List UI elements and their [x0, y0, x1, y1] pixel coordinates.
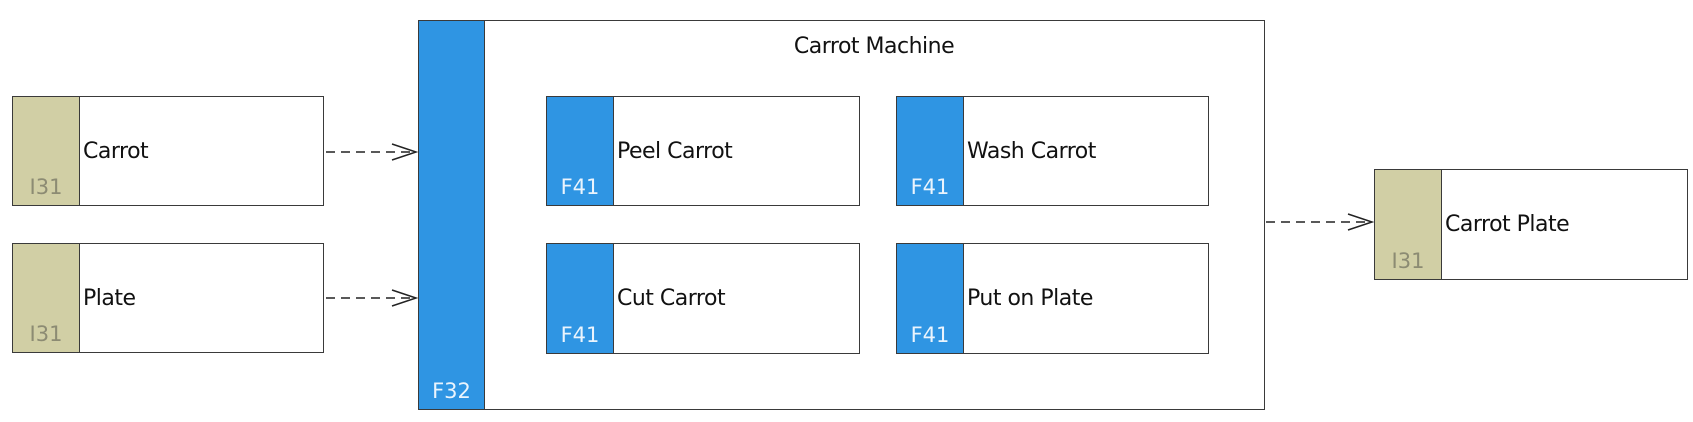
machine-strip: F32 — [419, 21, 485, 409]
item-code: I31 — [29, 175, 63, 199]
function-code: F41 — [910, 175, 950, 199]
machine-title: Carrot Machine — [793, 34, 955, 59]
function-code: F41 — [560, 175, 600, 199]
arrow-machine-to-output — [1266, 213, 1375, 231]
input-node-carrot[interactable]: I31 Carrot — [12, 96, 324, 206]
input-node-plate[interactable]: I31 Plate — [12, 243, 324, 353]
machine-code: F32 — [432, 379, 471, 403]
function-strip: F41 — [897, 97, 964, 205]
item-code: I31 — [29, 322, 63, 346]
function-label-wash-carrot: Wash Carrot — [967, 138, 1096, 164]
item-code: I31 — [1391, 249, 1425, 273]
function-label-cut-carrot: Cut Carrot — [617, 286, 726, 311]
output-node-carrot-plate[interactable]: I31 Carrot Plate — [1374, 169, 1688, 280]
input-label-carrot: Carrot — [83, 138, 149, 164]
function-node-cut-carrot[interactable]: F41 Cut Carrot — [546, 243, 860, 354]
function-strip: F41 — [897, 244, 964, 353]
function-node-wash-carrot[interactable]: F41 Wash Carrot — [896, 96, 1209, 206]
item-strip: I31 — [1375, 170, 1442, 279]
function-strip: F41 — [547, 244, 614, 353]
arrow-carrot-to-machine — [326, 143, 419, 161]
function-code: F41 — [560, 323, 600, 347]
output-label-carrot-plate: Carrot Plate — [1445, 212, 1570, 237]
function-strip: F41 — [547, 97, 614, 205]
function-node-peel-carrot[interactable]: F41 Peel Carrot — [546, 96, 860, 206]
function-node-put-on-plate[interactable]: F41 Put on Plate — [896, 243, 1209, 354]
input-label-plate: Plate — [83, 285, 136, 311]
function-code: F41 — [910, 323, 950, 347]
function-label-peel-carrot: Peel Carrot — [617, 138, 733, 164]
arrow-plate-to-machine — [326, 289, 419, 307]
function-label-put-on-plate: Put on Plate — [967, 286, 1093, 311]
item-strip: I31 — [13, 97, 80, 205]
item-strip: I31 — [13, 244, 80, 352]
